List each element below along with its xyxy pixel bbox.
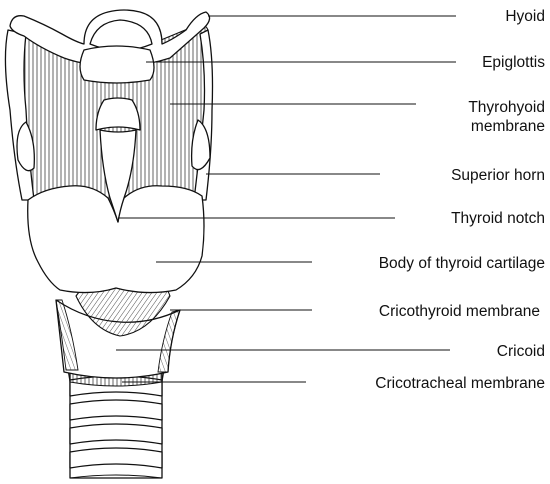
label-superior-horn: Superior horn <box>451 167 545 184</box>
labels: Hyoid Epiglottis Thyrohyoid membrane Sup… <box>375 8 545 392</box>
epiglottis-shape <box>80 46 154 83</box>
label-thyroid-notch: Thyroid notch <box>451 210 545 227</box>
label-cricothyroid: Cricothyroid membrane <box>379 303 540 320</box>
laryngeal-prominence <box>96 98 140 130</box>
label-cricoid: Cricoid <box>497 343 545 360</box>
label-epiglottis: Epiglottis <box>482 54 545 71</box>
label-cricotracheal: Cricotracheal membrane <box>375 375 545 392</box>
label-thyrohyoid-line2: membrane <box>471 118 545 135</box>
label-hyoid: Hyoid <box>505 8 545 25</box>
label-body-thyroid: Body of thyroid cartilage <box>379 255 545 272</box>
label-thyrohyoid-line1: Thyrohyoid <box>468 99 545 116</box>
